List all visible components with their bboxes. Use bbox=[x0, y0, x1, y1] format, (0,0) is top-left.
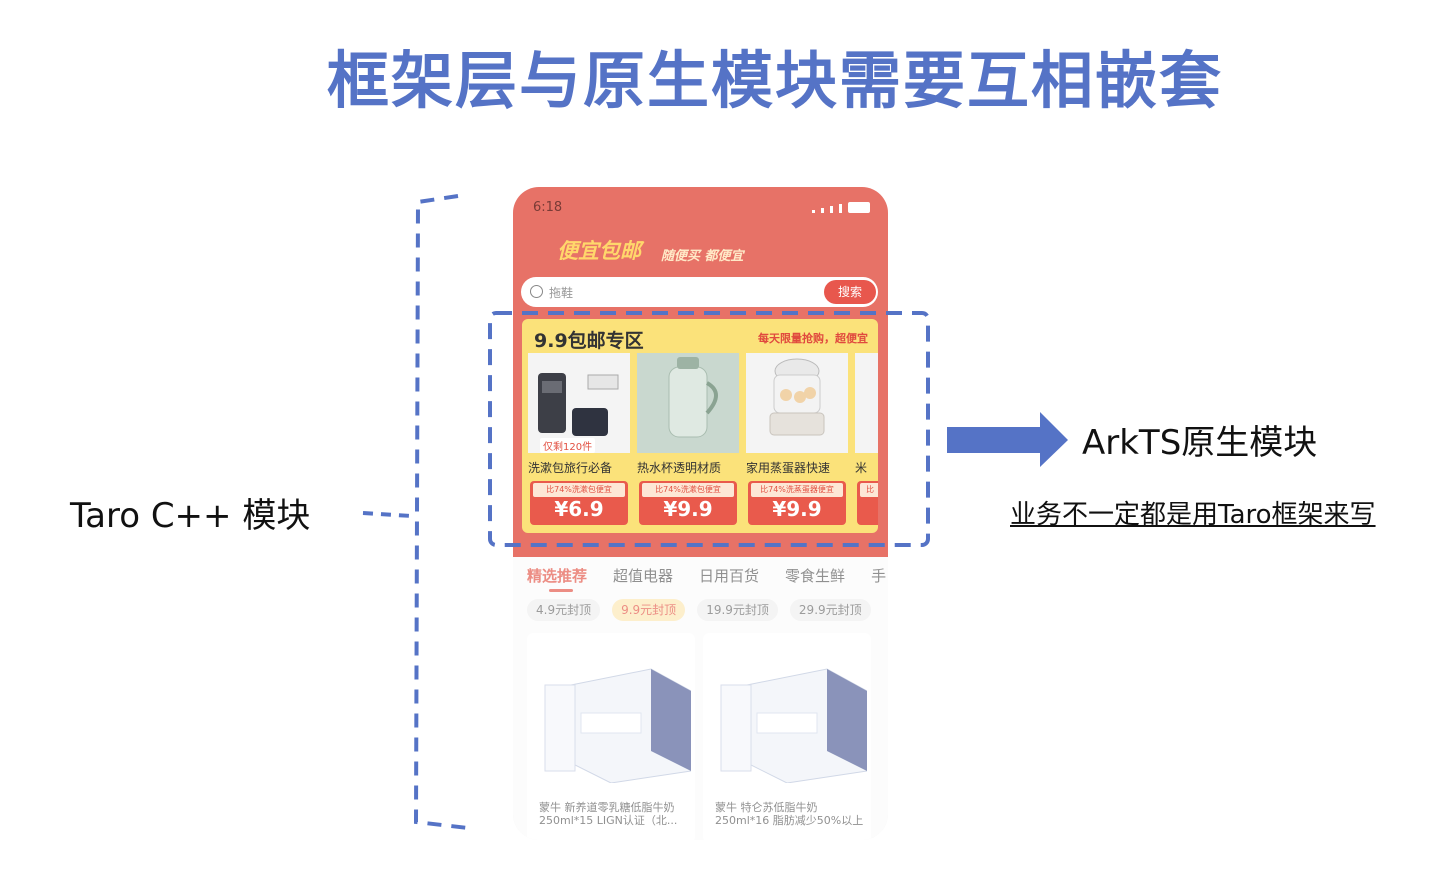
phone-screenshot: 6:18 便宜包邮 随便买 都便宜 拖鞋 搜索 9.9包邮专区 每天限量抢购，超… bbox=[513, 187, 888, 840]
status-time: 6:18 bbox=[533, 200, 563, 215]
tab-appliances[interactable]: 超值电器 bbox=[613, 567, 674, 585]
search-input[interactable]: 拖鞋 bbox=[549, 286, 574, 300]
product-image bbox=[637, 353, 739, 453]
product-price: ¥9.9 bbox=[772, 497, 822, 521]
goods-name: 蒙牛 新养道零乳糖低脂牛奶 250ml*15 LIGN认证（北... bbox=[539, 801, 678, 827]
taro-bracket bbox=[413, 194, 469, 830]
promo-section: 9.9包邮专区 每天限量抢购，超便宜 仅剩120件 洗漱包旅行必备 比74%洗漱… bbox=[522, 319, 878, 533]
signal-icon bbox=[821, 208, 824, 213]
fade-overlay bbox=[513, 557, 888, 840]
product-image bbox=[746, 353, 848, 453]
save-tag: 比74%洗漱包便宜 bbox=[642, 483, 734, 497]
slide-title: 框架层与原生模块需要互相嵌套 bbox=[326, 44, 1223, 117]
arrow-right-icon bbox=[947, 412, 1068, 467]
goods-image bbox=[720, 668, 867, 783]
product-name: 米 bbox=[855, 461, 868, 475]
business-note: 业务不一定都是用Taro框架来写 bbox=[1010, 500, 1376, 530]
search-icon bbox=[530, 285, 543, 298]
promo-product-card[interactable]: 家用蒸蛋器快速 比74%洗蒸蛋器便宜 ¥9.9 bbox=[746, 353, 848, 529]
app-header: 6:18 便宜包邮 随便买 都便宜 拖鞋 搜索 9.9包邮专区 每天限量抢购，超… bbox=[513, 187, 888, 557]
arkts-dashed-box bbox=[488, 311, 930, 547]
price-badge: 比74%洗蒸蛋器便宜 ¥9.9 bbox=[748, 481, 846, 525]
goods-name: 蒙牛 特仑苏低脂牛奶 250ml*16 脂肪减少50%以上 bbox=[715, 801, 864, 827]
price-filter-chips: 4.9元封顶 9.9元封顶 19.9元封顶 29.9元封顶 bbox=[527, 599, 871, 621]
price-badge: 比74%洗漱包便宜 ¥9.9 bbox=[639, 481, 737, 525]
brand-logo: 便宜包邮 bbox=[557, 239, 641, 263]
promo-subtitle: 每天限量抢购，超便宜 bbox=[758, 332, 868, 345]
product-image: 仅剩120件 bbox=[528, 353, 630, 453]
price-badge: 比74%洗漱包便宜 ¥6.9 bbox=[530, 481, 628, 525]
signal-icon bbox=[830, 206, 833, 213]
tab-daily[interactable]: 日用百货 bbox=[699, 567, 760, 585]
product-image bbox=[855, 353, 878, 453]
save-tag: 比 bbox=[860, 483, 878, 497]
signal-icon bbox=[812, 210, 815, 213]
search-bar[interactable]: 拖鞋 搜索 bbox=[521, 277, 878, 307]
category-tabs: 精选推荐 超值电器 日用百货 零食生鲜 手 bbox=[527, 565, 888, 586]
stock-badge: 仅剩120件 bbox=[540, 438, 596, 453]
taro-module-label: Taro C++ 模块 bbox=[70, 496, 311, 536]
tab-more[interactable]: 手 bbox=[871, 567, 887, 585]
save-tag: 比74%洗蒸蛋器便宜 bbox=[751, 483, 843, 497]
tab-featured[interactable]: 精选推荐 bbox=[527, 567, 588, 585]
product-price: ¥9.9 bbox=[663, 497, 713, 521]
save-tag: 比74%洗漱包便宜 bbox=[533, 483, 625, 497]
product-name: 洗漱包旅行必备 bbox=[528, 461, 613, 475]
status-icons bbox=[812, 201, 870, 213]
goods-card[interactable]: 蒙牛 新养道零乳糖低脂牛奶 250ml*15 LIGN认证（北... bbox=[527, 633, 695, 840]
goods-card[interactable]: 蒙牛 特仑苏低脂牛奶 250ml*16 脂肪减少50%以上 bbox=[703, 633, 871, 840]
goods-image bbox=[544, 668, 691, 783]
promo-title: 9.9包邮专区 bbox=[534, 330, 644, 352]
price-badge: 比 bbox=[857, 481, 878, 525]
chip-4.9[interactable]: 4.9元封顶 bbox=[527, 599, 601, 621]
promo-product-card[interactable]: 仅剩120件 洗漱包旅行必备 比74%洗漱包便宜 ¥6.9 bbox=[528, 353, 630, 529]
product-name: 家用蒸蛋器快速 bbox=[746, 461, 831, 475]
chip-19.9[interactable]: 19.9元封顶 bbox=[697, 599, 778, 621]
promo-product-card[interactable]: 热水杯透明材质 比74%洗漱包便宜 ¥9.9 bbox=[637, 353, 739, 529]
app-body: 精选推荐 超值电器 日用百货 零食生鲜 手 4.9元封顶 9.9元封顶 19.9… bbox=[513, 557, 888, 840]
battery-icon bbox=[848, 202, 870, 213]
brand-slogan: 随便买 都便宜 bbox=[661, 249, 744, 264]
active-tab-indicator bbox=[549, 589, 573, 592]
taro-connector bbox=[362, 511, 413, 518]
product-price: ¥6.9 bbox=[554, 497, 604, 521]
search-button[interactable]: 搜索 bbox=[824, 280, 876, 304]
product-name: 热水杯透明材质 bbox=[637, 461, 722, 475]
tab-snacks[interactable]: 零食生鲜 bbox=[785, 567, 846, 585]
promo-product-card[interactable]: 米 比 bbox=[855, 353, 878, 529]
chip-29.9[interactable]: 29.9元封顶 bbox=[789, 599, 871, 621]
chip-9.9[interactable]: 9.9元封顶 bbox=[612, 599, 686, 621]
arkts-module-label: ArkTS原生模块 bbox=[1082, 423, 1318, 463]
signal-icon bbox=[839, 204, 842, 213]
